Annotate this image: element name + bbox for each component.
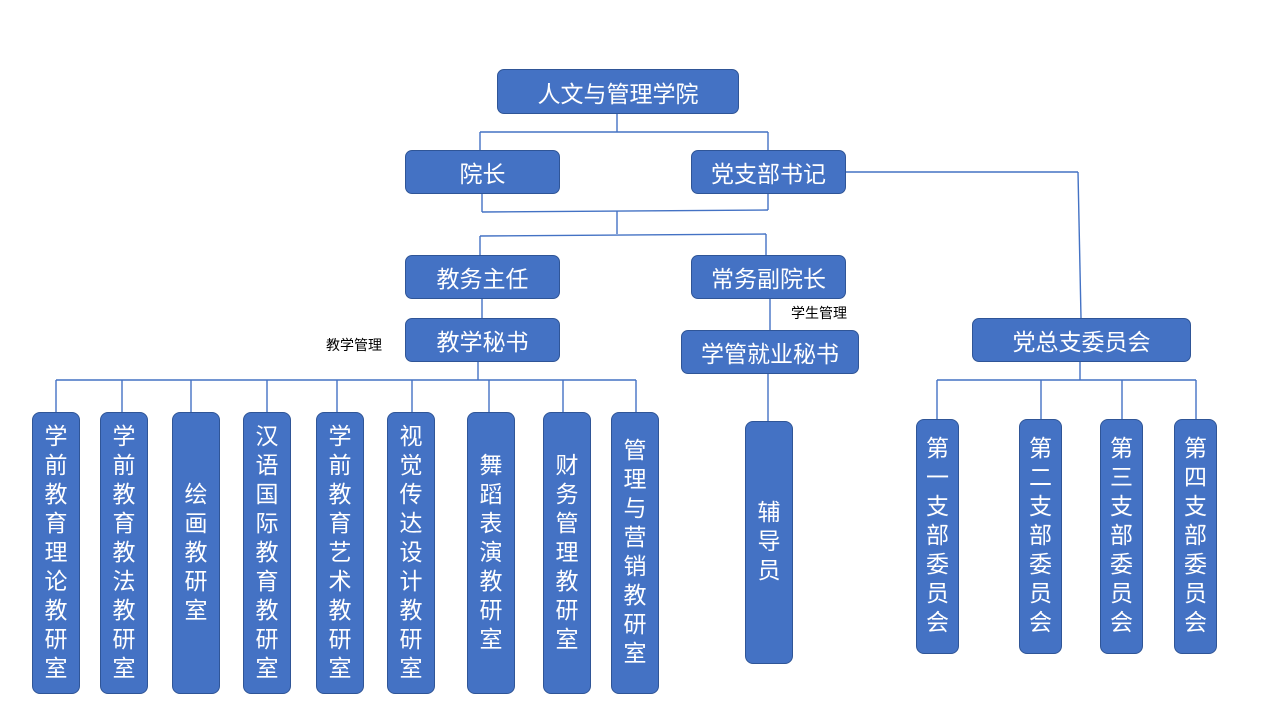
department-box: 绘画教研室 bbox=[172, 412, 220, 694]
label-student-management: 学生管理 bbox=[791, 306, 847, 322]
academic-director-box: 教务主任 bbox=[405, 255, 560, 299]
branch-committee-box: 第一支部委员会 bbox=[916, 419, 959, 654]
label-teaching-management: 教学管理 bbox=[326, 338, 382, 354]
root-college-box: 人文与管理学院 bbox=[497, 69, 739, 114]
executive-vice-dean-box: 常务副院长 bbox=[691, 255, 846, 299]
party-committee-box: 党总支委员会 bbox=[972, 318, 1191, 362]
department-box: 汉语国际教育教研室 bbox=[243, 412, 291, 694]
department-box: 财务管理教研室 bbox=[543, 412, 591, 694]
department-box: 学前教育理论教研室 bbox=[32, 412, 80, 694]
branch-committee-box: 第二支部委员会 bbox=[1019, 419, 1062, 654]
branch-committee-box: 第四支部委员会 bbox=[1174, 419, 1217, 654]
dean-box: 院长 bbox=[405, 150, 560, 194]
branch-committee-box: 第三支部委员会 bbox=[1100, 419, 1143, 654]
department-box: 视觉传达设计教研室 bbox=[387, 412, 435, 694]
party-secretary-box: 党支部书记 bbox=[691, 150, 846, 194]
department-box: 学前教育教法教研室 bbox=[100, 412, 148, 694]
department-box: 舞蹈表演教研室 bbox=[467, 412, 515, 694]
counselor-box: 辅导员 bbox=[745, 421, 793, 664]
department-box: 管理与营销教研室 bbox=[611, 412, 659, 694]
department-box: 学前教育艺术教研室 bbox=[316, 412, 364, 694]
student-affairs-secretary-box: 学管就业秘书 bbox=[681, 330, 859, 374]
teaching-secretary-box: 教学秘书 bbox=[405, 318, 560, 362]
